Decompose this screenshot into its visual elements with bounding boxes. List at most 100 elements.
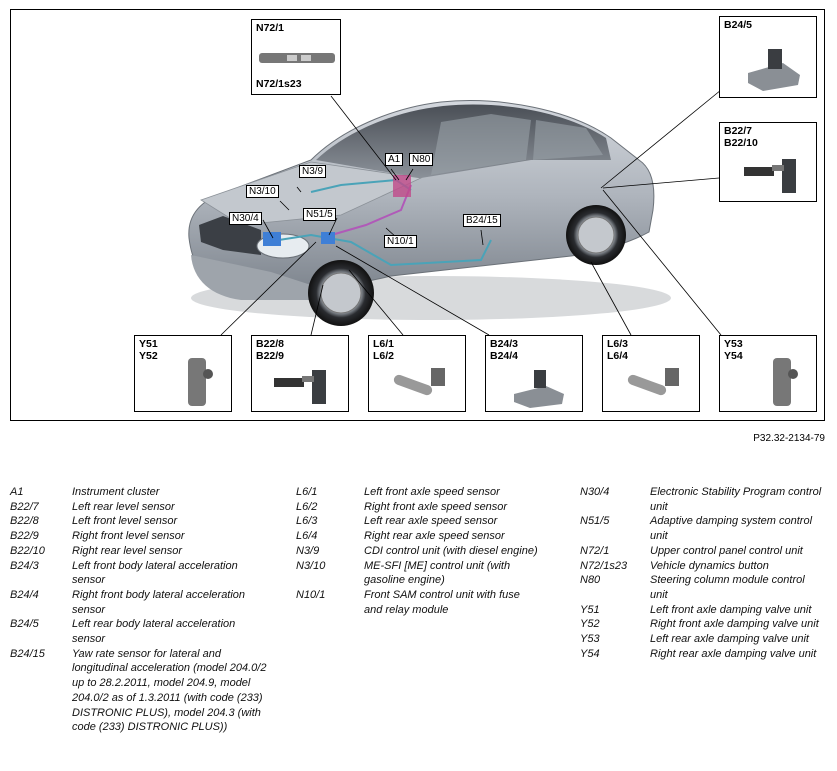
detail-box-b24-5: B24/5 [719,16,817,98]
legend-row: Y53 Left rear axle damping valve unit [580,632,825,647]
legend-description: Left front level sensor [72,515,178,528]
legend-description: Left rear axle speed sensor [364,515,498,528]
callout-n10-1: N10/1 [384,235,417,248]
legend-code: B24/4 [10,588,39,601]
legend-row: N3/10 ME-SFI [ME] control unit (with gaso… [296,559,539,588]
box-label-2: Y54 [724,350,743,362]
box-label-2: L6/2 [373,350,395,362]
legend-row: B24/4 Right front body lateral accelerati… [10,588,267,617]
box-label: L6/1 [373,338,395,350]
box-label-2: L6/4 [607,350,629,362]
sensor-image [748,49,800,91]
legend-description: Steering column module control unit [650,574,805,601]
level-sensor-image [274,370,326,404]
box-label-2: B22/9 [256,350,285,362]
legend-row: Y54 Right rear axle damping valve unit [580,647,825,662]
box-label: B24/3 [490,338,519,350]
legend-code: L6/2 [296,500,318,513]
legend-row: Y51 Left front axle damping valve unit [580,603,825,618]
legend-description: Adaptive damping system control unit [650,515,813,543]
box-label: B24/5 [724,19,753,31]
box-label: Y51 [139,338,158,350]
box-label: B22/8 [256,338,285,350]
legend-description: Right rear axle damping valve unit [650,647,817,660]
box-label-2: Y52 [139,350,158,362]
legend-description: Instrument cluster [72,486,160,498]
box-label: N72/1 [256,22,285,34]
callout-b24-15: B24/15 [463,214,501,227]
legend-description: Upper control panel control unit [650,544,803,557]
legend-row: L6/3 Left rear axle speed sensor [296,514,539,529]
legend-row: N80 Steering column module control unit [580,573,825,602]
box-label: L6/3 [607,338,629,350]
legend-row: B22/7 Left rear level sensor [10,500,267,515]
legend-description: Left rear body lateral acceleration sens… [72,618,236,646]
legend-code: N80 [580,574,601,587]
legend-code: B24/3 [10,559,39,572]
box-label-2: B22/10 [724,137,758,149]
sensor-image [514,370,564,408]
legend-code: B22/10 [10,544,45,557]
legend-code: B22/7 [10,500,39,513]
component-location-figure: A1 N80 N3/9 N3/10 N30/4 N51/5 N10/1 B24/… [10,9,825,421]
legend-code: B24/5 [10,618,39,631]
legend-row: B22/9 Right front level sensor [10,529,267,544]
legend-code: N30/4 [580,486,610,498]
legend-code: Y54 [580,647,600,660]
legend-description: Right front axle damping valve unit [650,618,819,631]
legend-code: L6/1 [296,486,318,498]
legend-description: Right front level sensor [72,530,185,543]
box-label: Y53 [724,338,743,350]
legend-code: Y53 [580,633,600,646]
detail-box-n72: N72/1 N72/1s23 [251,19,341,95]
legend-code: N3/9 [296,544,320,557]
legend-row: N72/1s23 Vehicle dynamics button [580,559,825,574]
legend-code: B24/15 [10,647,45,660]
level-sensor-image [744,159,796,193]
box-label-2: B24/4 [490,350,519,362]
legend-code: N3/10 [296,559,326,572]
detail-box-l6-3: L6/3 L6/4 [602,335,700,412]
detail-box-b22-8: B22/8 B22/9 [251,335,349,412]
leader-lines [220,89,722,336]
legend-description: Left rear axle damping valve unit [650,633,809,646]
legend-code: L6/3 [296,515,318,528]
legend-code: Y51 [580,603,600,616]
legend-code: Y52 [580,618,600,631]
legend-description: Left rear level sensor [72,500,175,513]
legend-code: N72/1s23 [580,559,628,572]
legend-description: ME-SFI [ME] control unit (with gasoline … [364,559,511,587]
figure-reference: P32.32-2134-79 [753,433,825,444]
legend-description: Right front body lateral acceleration se… [72,588,246,616]
box-label-2: N72/1s23 [256,78,302,90]
detail-box-y53: Y53 Y54 [719,335,817,412]
legend-row: N72/1 Upper control panel control unit [580,544,825,559]
callout-n3-10: N3/10 [246,185,279,198]
damping-valve-image [773,358,798,406]
legend-code: B22/9 [10,530,39,543]
detail-box-y51: Y51 Y52 [134,335,232,412]
legend-code: N72/1 [580,544,610,557]
callout-a1: A1 [385,153,404,166]
legend-description: Vehicle dynamics button [650,559,769,572]
box-label: B22/7 [724,125,753,137]
legend-code: N10/1 [296,588,326,601]
legend-description: Right front axle speed sensor [364,500,508,513]
legend-description: Left front axle damping valve unit [650,603,812,616]
callout-n3-9: N3/9 [299,165,327,178]
speed-sensor-image [627,368,679,396]
callout-n80: N80 [409,153,434,166]
legend-row: B24/5 Left rear body lateral acceleration… [10,617,267,646]
